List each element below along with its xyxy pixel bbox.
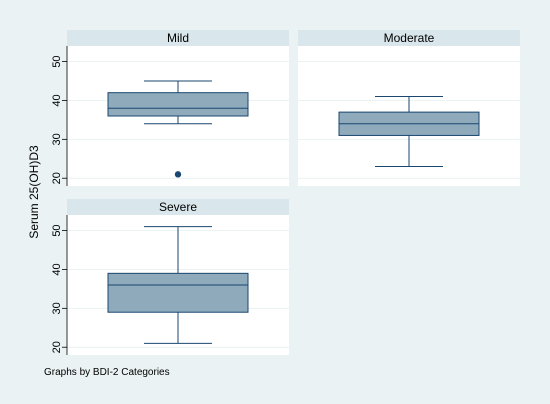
y-tick-label: 30: [51, 133, 63, 145]
panel-strip: [67, 30, 289, 46]
panel-mild: Mild 20 30 40 50: [51, 30, 289, 186]
y-tick-label: 50: [51, 55, 63, 67]
outlier-point: [174, 171, 182, 178]
y-tick-label: 20: [51, 341, 63, 353]
panel-title: Mild: [167, 31, 189, 45]
y-tick-label: 20: [51, 172, 63, 184]
y-tick-label: 40: [51, 263, 63, 275]
panel-strip: [67, 199, 289, 215]
panel-title: Moderate: [384, 31, 435, 45]
panel-title: Severe: [159, 200, 197, 214]
panel-moderate: Moderate: [298, 30, 520, 186]
y-tick-label: 30: [51, 302, 63, 314]
iqr-box: [107, 92, 249, 117]
panel-severe: Severe 20 30 40 50: [51, 199, 289, 355]
y-tick-label: 40: [51, 94, 63, 106]
panel-strip: [298, 30, 520, 46]
iqr-box: [107, 272, 249, 313]
graph-note: Graphs by BDI-2 Categories: [44, 367, 170, 378]
y-tick-label: 50: [51, 224, 63, 236]
y-axis-label: Serum 25(OH)D3: [27, 145, 41, 239]
